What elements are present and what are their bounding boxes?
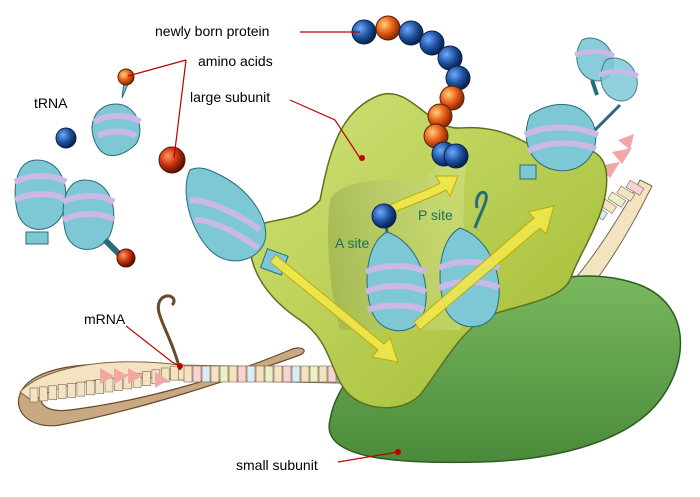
label-mrna: mRNA	[84, 311, 126, 327]
arrow-peptide-transfer	[389, 175, 459, 213]
label-a-site: A site	[335, 235, 369, 251]
label-newly-born-protein: newly born protein	[155, 23, 269, 39]
trna-free-left	[13, 159, 68, 245]
amino-acid-bead-free	[116, 248, 136, 268]
leader-dot-small	[395, 449, 401, 455]
leader-lines	[125, 31, 401, 463]
trna-free-top	[91, 81, 142, 156]
mrna-base	[85, 380, 95, 396]
mrna-base	[210, 365, 220, 383]
leader-small-subunit	[337, 451, 399, 463]
mrna-base	[246, 365, 256, 383]
leader-dot-large	[359, 155, 365, 161]
mrna-base	[255, 365, 265, 383]
mrna-base	[123, 374, 133, 390]
amino-acid-bead-incoming	[158, 146, 186, 174]
amino-acid-bead-trna-left	[55, 127, 77, 149]
mrna-base	[273, 365, 283, 383]
mrna-direction-arrows	[100, 134, 634, 388]
protein-bead	[443, 143, 469, 169]
leader-amino-1	[127, 59, 187, 77]
arrow-p-to-e-site	[413, 205, 555, 331]
mrna-base	[219, 365, 229, 383]
mrna-base	[616, 185, 636, 202]
mrna-base	[67, 383, 76, 398]
mrna-base	[76, 381, 86, 397]
mrna-tail	[156, 294, 182, 371]
mrna-base	[291, 365, 301, 383]
arrow-incoming-to-a-site	[269, 254, 399, 363]
mrna-base	[183, 365, 193, 383]
mrna-base	[142, 371, 151, 386]
trna-free-right	[61, 179, 123, 258]
trna-exiting	[519, 103, 622, 180]
mrna-base	[95, 379, 104, 394]
mrna-base	[309, 365, 319, 383]
label-small-subunit: small subunit	[236, 457, 318, 473]
leader-amino-2	[173, 59, 187, 159]
mrna-base	[625, 179, 645, 196]
mrna-base	[201, 365, 211, 383]
mrna-base	[264, 365, 274, 383]
mrna-base	[39, 386, 48, 402]
amino-acid-bead-small	[117, 68, 135, 86]
protein-bead	[439, 85, 465, 111]
mrna-base	[282, 365, 292, 383]
mrna-base	[318, 365, 328, 383]
mrna-base	[29, 387, 39, 403]
mrna-base	[48, 385, 58, 401]
mrna-base	[160, 367, 170, 383]
leader-dot-mrna	[177, 363, 183, 369]
protein-chain	[351, 15, 471, 169]
movement-arrows	[269, 175, 555, 363]
amino-acid-bead-a-site	[371, 203, 397, 229]
mrna-base	[237, 365, 247, 383]
label-trna: tRNA	[34, 95, 68, 111]
protein-bead	[398, 20, 424, 46]
label-large-subunit: large subunit	[190, 89, 270, 105]
mrna-base	[228, 365, 238, 383]
leader-large-subunit	[289, 99, 361, 159]
protein-bead	[375, 15, 401, 41]
mrna-base	[192, 365, 202, 383]
mrna-base	[300, 365, 310, 383]
mrna-base	[57, 384, 67, 399]
protein-bead	[419, 30, 445, 56]
label-p-site: P site	[418, 207, 453, 223]
trna-departed-2	[598, 57, 640, 102]
mrna-base	[607, 191, 627, 208]
label-amino-acids: amino acids	[198, 53, 273, 69]
mrna-base	[170, 365, 179, 381]
